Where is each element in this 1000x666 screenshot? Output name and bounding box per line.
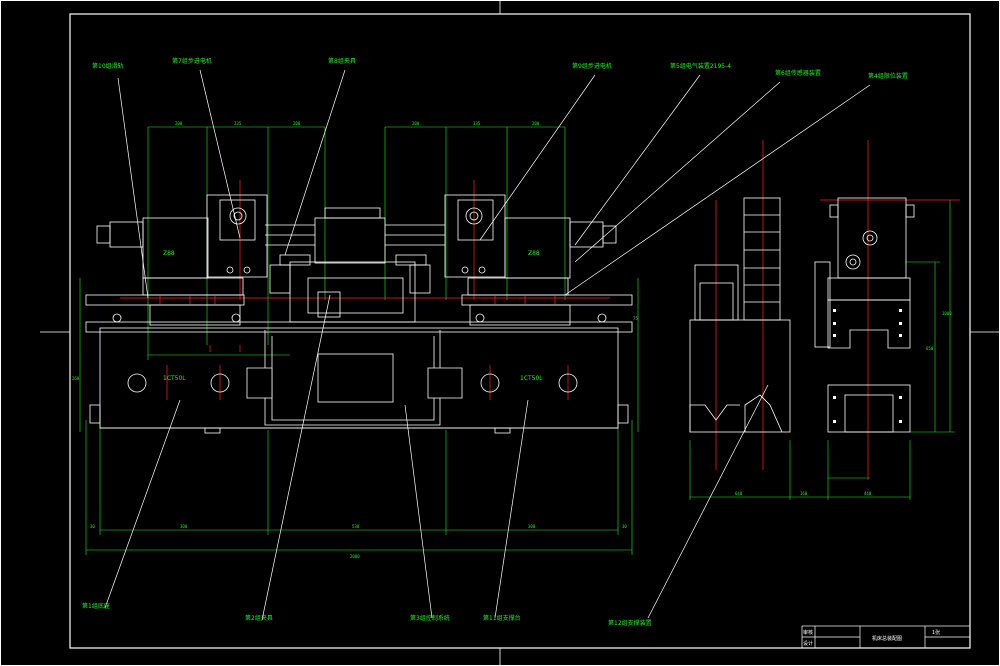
right-stepper-motor (444, 194, 506, 278)
callout-limit: 第4组限位装置 (868, 72, 908, 80)
dim-bottom-1: 30 (90, 524, 95, 529)
leader-lines (104, 69, 871, 621)
motor-label-left: Z88 (163, 250, 175, 257)
callout-support-device: 第12组支撑装置 (608, 619, 652, 627)
dim-top-2: 335 (234, 121, 242, 126)
callout-slide-rail: 第10组滑轨 (92, 62, 124, 70)
dim-side-3: 650 (926, 346, 934, 351)
dim-total: 2080 (350, 554, 360, 559)
left-stepper-motor (206, 194, 268, 278)
dim-top-3: 200 (293, 121, 301, 126)
title-row-design: 设计 (803, 640, 813, 647)
center-marks (40, 0, 1000, 666)
callout-sensor: 第6组传感器装置 (775, 69, 821, 77)
inner-frame (69, 13, 971, 649)
end-view-bolts (833, 309, 902, 423)
callout-control: 第3组控制系统 (410, 614, 450, 622)
callout-clamp: 第2组夹具 (245, 614, 273, 622)
title-row-review: 审核 (803, 629, 813, 636)
dim-top-5: 335 (473, 121, 481, 126)
control-panel (317, 353, 394, 403)
bolt-marks (159, 296, 556, 352)
dim-side-7: 440 (864, 491, 872, 496)
dim-side-5: 640 (735, 491, 743, 496)
callout-electrical: 第5组电气装置2195-4 (670, 62, 731, 70)
title-block (801, 625, 971, 649)
dim-top-1: 200 (175, 121, 183, 126)
dim-top-6: 200 (532, 121, 540, 126)
dim-bottom-4: 300 (528, 524, 536, 529)
dim-side-1: 260 (72, 376, 80, 381)
base-label-right: 1CT50L (520, 375, 543, 382)
dim-side-2: 75 (633, 316, 638, 321)
side-view (689, 197, 791, 433)
callout-base: 第1组底座 (82, 602, 110, 610)
dim-bottom-5: 30 (622, 524, 627, 529)
callout-fixture: 第8组夹具 (328, 57, 356, 65)
dim-side-6: 160 (800, 491, 808, 496)
callout-right-stepper: 第9组步进电机 (572, 62, 612, 70)
callout-left-stepper: 第7组步进电机 (172, 57, 212, 65)
dim-bottom-3: 530 (352, 524, 360, 529)
callout-support-table: 第11组支撑台 (483, 614, 521, 622)
left-motor-body (142, 217, 209, 279)
front-view (85, 194, 633, 434)
drawing-name: 机床总装配图 (872, 635, 902, 642)
base-label-left: 1CT50L (163, 375, 186, 382)
sheet-count: 1张 (932, 629, 940, 636)
motor-label-right: Z88 (528, 250, 540, 257)
end-view (814, 197, 915, 433)
dimension-lines (79, 126, 955, 555)
dim-bottom-2: 300 (180, 524, 188, 529)
dim-side-4: 1000 (942, 311, 952, 316)
dim-top-4: 200 (412, 121, 420, 126)
right-motor-body (504, 217, 571, 279)
